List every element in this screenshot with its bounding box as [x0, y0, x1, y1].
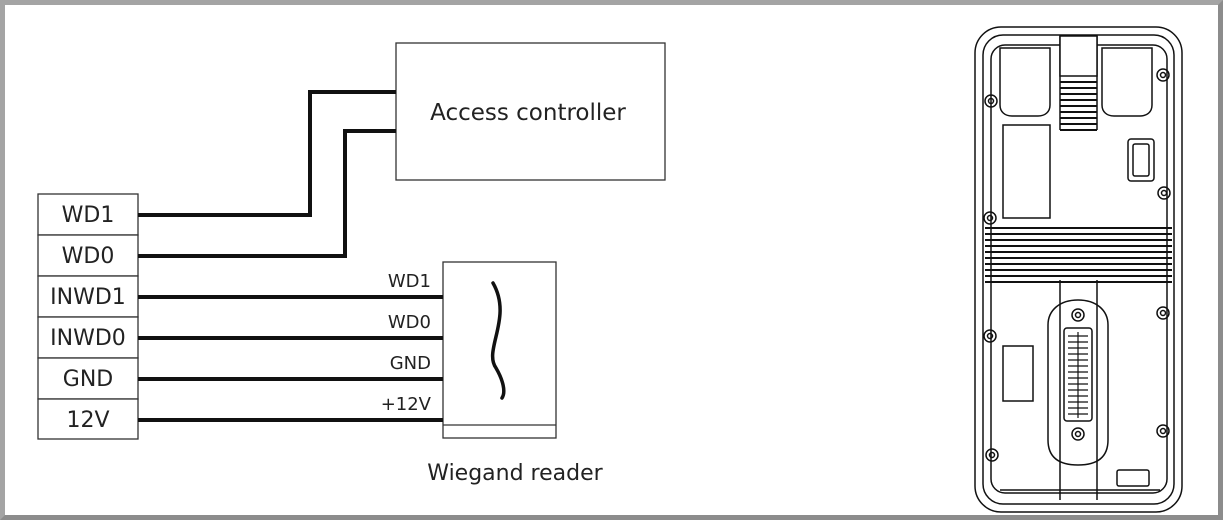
screw-hole — [983, 211, 997, 225]
center-spine-top-cap — [1059, 35, 1098, 77]
wiegand-reader-body — [442, 261, 557, 439]
terminal-label-inwd0: INWD0 — [50, 326, 126, 351]
reader-pin-labels: WD1 WD0 GND +12V — [381, 271, 432, 415]
terminal-label-inwd1: INWD1 — [50, 285, 126, 310]
mounting-slot-left — [999, 47, 1051, 117]
reader-pin-wd1: WD1 — [388, 271, 431, 292]
screw-hole — [1071, 308, 1085, 322]
screw-hole — [1074, 430, 1082, 438]
wiegand-reader-wave-icon — [490, 281, 506, 400]
device-back-panel — [974, 26, 1183, 513]
terminal-label-wd0: WD0 — [62, 244, 115, 269]
screw-hole — [1074, 311, 1082, 319]
bottom-clip — [1116, 469, 1150, 487]
connector-body — [1063, 327, 1093, 422]
screw-hole — [1159, 309, 1167, 317]
screw-hole — [1156, 424, 1170, 438]
screw-hole — [983, 329, 997, 343]
screw-hole — [1071, 427, 1085, 441]
reader-pin-12v: +12V — [381, 394, 432, 415]
right-window-inner — [1132, 143, 1150, 177]
screw-hole — [987, 97, 995, 105]
terminal-labels: WD1 WD0 INWD1 INWD0 GND 12V — [50, 203, 126, 433]
mounting-slot-right — [1101, 47, 1153, 117]
screw-hole — [1157, 186, 1171, 200]
access-controller-label: Access controller — [430, 100, 626, 126]
wiegand-reader-title: Wiegand reader — [427, 461, 603, 486]
terminal-label-gnd: GND — [63, 367, 113, 392]
connector-pins — [1068, 332, 1088, 418]
device-inner-shell — [982, 34, 1175, 505]
screw-hole — [988, 451, 996, 459]
terminal-label-12v: 12V — [66, 408, 109, 433]
wire-wd1-to-controller — [138, 90, 396, 217]
left-upper-panel — [1002, 124, 1051, 219]
screw-hole — [1159, 71, 1167, 79]
reader-pin-wd0: WD0 — [388, 312, 431, 333]
upper-grille — [1060, 81, 1097, 131]
reader-pin-gnd: GND — [390, 353, 431, 374]
terminal-label-wd1: WD1 — [62, 203, 115, 228]
screw-hole — [1156, 306, 1170, 320]
terminal-cell-inwd0 — [37, 316, 139, 359]
terminal-cell-12v — [37, 398, 139, 440]
screw-hole — [986, 332, 994, 340]
middle-grille — [985, 227, 1172, 283]
screw-hole — [1156, 68, 1170, 82]
right-window — [1127, 138, 1155, 182]
screw-hole — [1159, 427, 1167, 435]
wire-wd0-to-controller — [138, 129, 396, 258]
screw-hole — [985, 448, 999, 462]
screw-holes — [983, 68, 1171, 462]
access-controller-box — [395, 42, 666, 181]
screw-hole — [986, 214, 994, 222]
terminal-cell-wd0 — [37, 234, 139, 277]
controller-wires — [138, 90, 396, 258]
terminal-block — [37, 193, 139, 440]
screw-hole — [984, 94, 998, 108]
reader-wires — [138, 295, 443, 422]
device-outer-shell — [974, 26, 1183, 513]
wiegand-reader: Wiegand reader — [427, 261, 604, 486]
screw-hole — [1160, 189, 1168, 197]
access-controller: Access controller — [395, 42, 666, 181]
left-lower-panel — [1002, 345, 1034, 402]
connector-housing — [1047, 299, 1109, 466]
